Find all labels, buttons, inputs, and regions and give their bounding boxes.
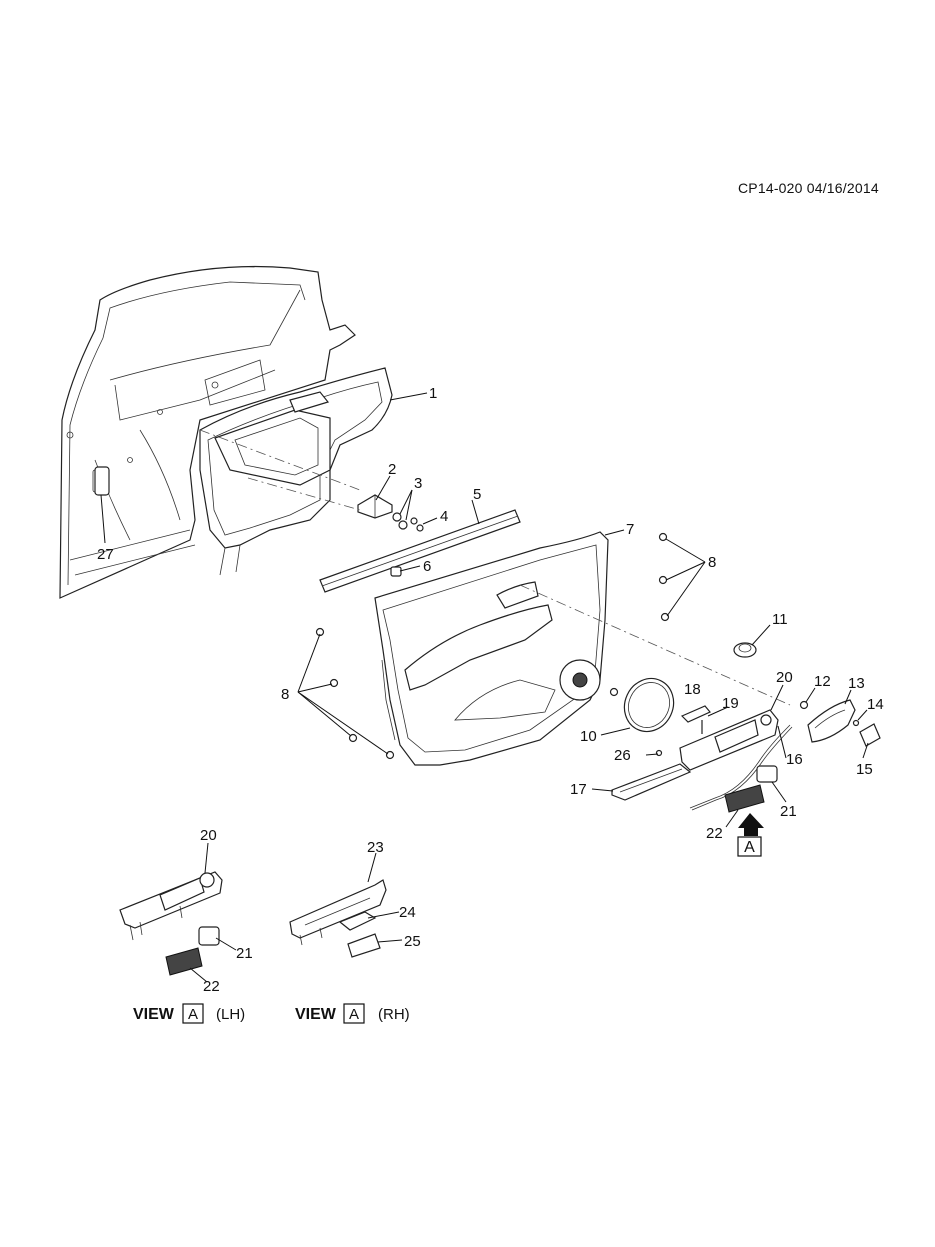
- part-5-belt-strip: [319, 509, 521, 593]
- part-21-22-switches: [724, 765, 778, 813]
- rh-view-letter: A: [349, 1006, 359, 1023]
- lh-view-letter: A: [188, 1006, 198, 1023]
- door-shell: [59, 265, 356, 599]
- part-27-hinge: [94, 466, 110, 496]
- part-1-deflector: [199, 367, 393, 576]
- part-15-cap: [859, 723, 881, 747]
- callout-18: 18: [684, 681, 701, 698]
- lh-callout-22: 22: [203, 978, 220, 995]
- lh-view-side: (LH): [216, 1006, 245, 1023]
- callout-19: 19: [722, 695, 739, 712]
- callout-8-right: 8: [708, 554, 716, 571]
- callout-12: 12: [814, 673, 831, 690]
- lh-view-word: VIEW: [133, 1006, 175, 1023]
- rh-view-side: (RH): [378, 1006, 410, 1023]
- lh-callout-21: 21: [236, 945, 253, 962]
- part-11-speaker: [733, 642, 757, 658]
- callout-10: 10: [580, 728, 597, 745]
- rh-callout-25: 25: [404, 933, 421, 950]
- part-13-handle-bezel: [807, 699, 856, 743]
- callout-4: 4: [440, 508, 448, 525]
- callout-5: 5: [473, 486, 481, 503]
- view-a-marker: A: [737, 813, 764, 857]
- callout-14: 14: [867, 696, 884, 713]
- part-7-trim-panel: [374, 531, 609, 766]
- callout-2: 2: [388, 461, 396, 478]
- callout-20: 20: [776, 669, 793, 686]
- lh-callout-20: 20: [200, 827, 217, 844]
- view-a-lh-inset: 20 21 22 VIEW A (LH): [119, 827, 253, 1024]
- callout-27: 27: [97, 546, 114, 563]
- callout-labels: 1 2 3 4 5 6 7 8 8 10 11 12 13 14 15 16 1…: [97, 385, 884, 842]
- part-20-switch-bezel: [679, 709, 779, 771]
- part-8-clips: [315, 532, 670, 760]
- part-3-4-fasteners: [392, 512, 424, 532]
- callout-8-left: 8: [281, 686, 289, 703]
- callout-17: 17: [570, 781, 587, 798]
- part-26-clip: [655, 749, 663, 757]
- part-18-19-pads: [680, 705, 711, 734]
- callout-1: 1: [429, 385, 437, 402]
- assembly-centerlines: [199, 429, 791, 706]
- callout-7: 7: [626, 521, 634, 538]
- callout-13: 13: [848, 675, 865, 692]
- leader-lines: [100, 392, 869, 828]
- diagram-code-stamp: CP14-020 04/16/2014: [738, 180, 879, 196]
- view-a-marker-letter: A: [744, 839, 755, 856]
- part-12-screw: [799, 700, 809, 710]
- rh-view-word: VIEW: [295, 1006, 337, 1023]
- callout-3: 3: [414, 475, 422, 492]
- part-10-speaker-ring: [623, 677, 675, 733]
- callout-22: 22: [706, 825, 723, 842]
- rh-callout-24: 24: [399, 904, 416, 921]
- rh-callout-23: 23: [367, 839, 384, 856]
- part-2-bracket: [357, 494, 393, 519]
- part-14-screw: [852, 719, 860, 727]
- callout-11: 11: [772, 611, 788, 628]
- callout-16: 16: [786, 751, 803, 768]
- callout-6: 6: [423, 558, 431, 575]
- part-17-insert: [611, 763, 692, 801]
- view-a-rh-inset: 23 24 25 VIEW A (RH): [289, 839, 421, 1024]
- callout-15: 15: [856, 761, 873, 778]
- callout-26: 26: [614, 747, 631, 764]
- callout-21: 21: [780, 803, 797, 820]
